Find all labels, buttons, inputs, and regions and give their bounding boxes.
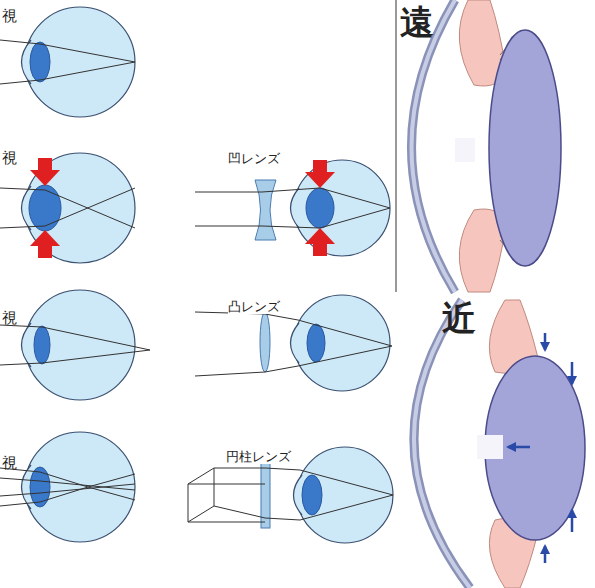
part-label: 視: [2, 150, 17, 167]
part-label: 凹レンズ: [228, 152, 280, 166]
part-label: 視: [2, 8, 17, 25]
part-label: 視: [2, 310, 17, 327]
part-label: 視: [2, 455, 17, 472]
panel-label: 遠: [400, 4, 434, 41]
part-label: 凸レンズ: [228, 300, 280, 314]
part-label: 円柱レンズ: [226, 450, 291, 464]
panel-label: 近: [442, 300, 476, 337]
